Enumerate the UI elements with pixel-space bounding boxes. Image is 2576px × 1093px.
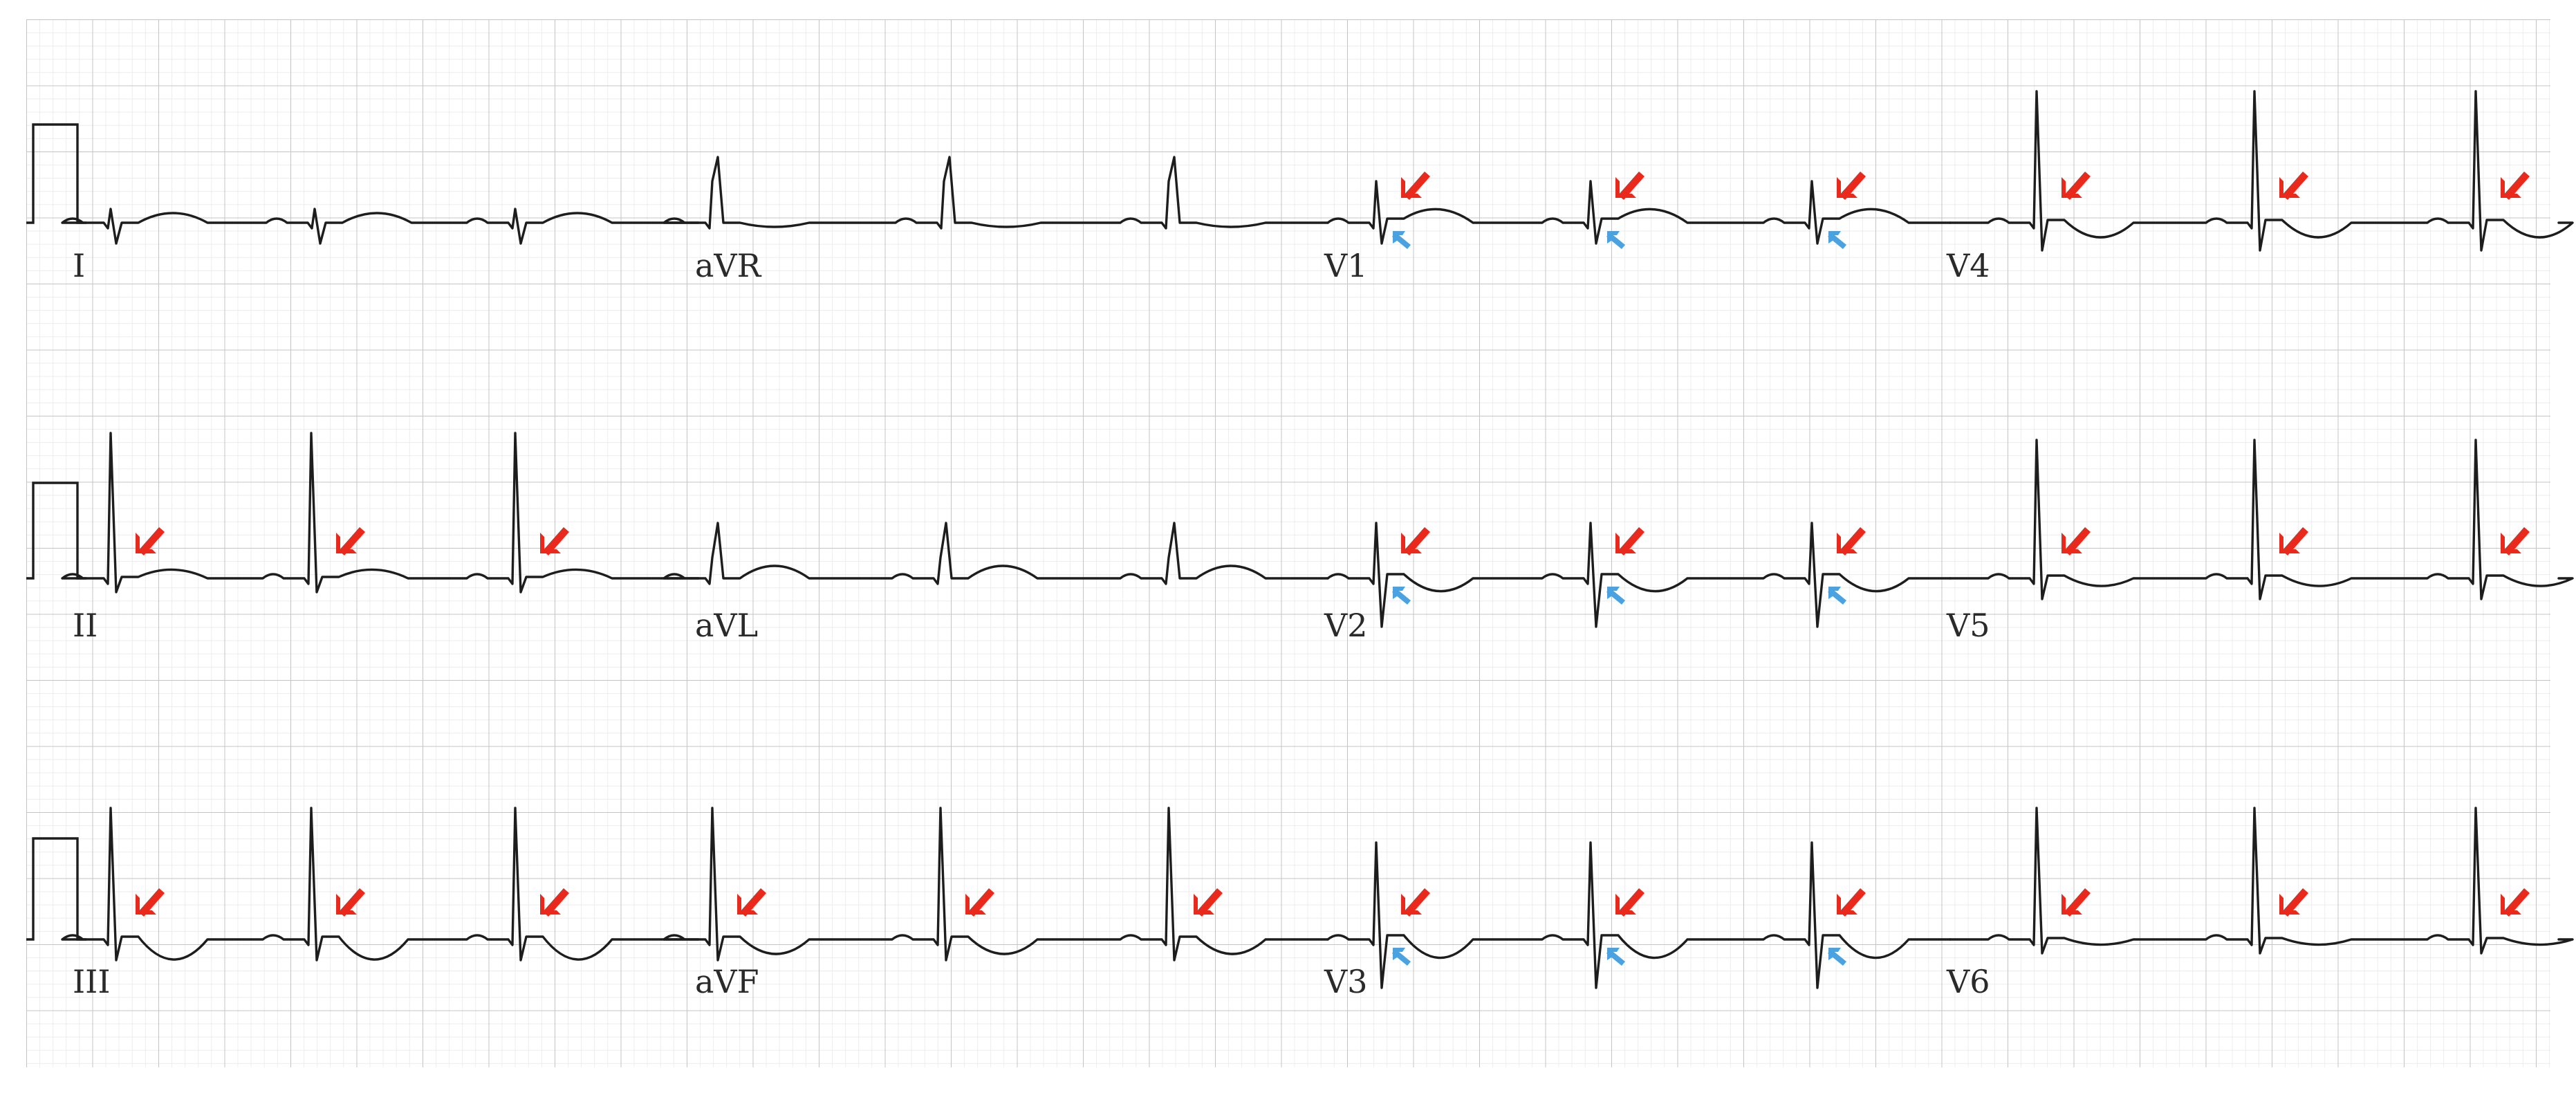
ecg-trace-v5 — [1949, 439, 2574, 600]
ecg-trace-v4 — [1949, 90, 2574, 252]
lead-label-v5: V5 — [1946, 607, 1990, 644]
lead-label-v4: V4 — [1946, 247, 1990, 284]
lead-label-v6: V6 — [1946, 963, 1990, 1000]
lead-label-avl: aVL — [695, 607, 758, 644]
lead-label-avr: aVR — [695, 247, 762, 284]
lead-label-i: I — [73, 247, 85, 284]
lead-label-v1: V1 — [1324, 247, 1368, 284]
ecg-trace-ii — [61, 432, 700, 594]
ecg-trace-v1 — [1326, 180, 1952, 245]
lead-label-avf: aVF — [695, 963, 759, 1000]
ecg-trace-avf — [662, 807, 1329, 962]
ecg-trace-i — [61, 208, 700, 245]
ecg-trace-avr — [662, 156, 1329, 230]
lead-label-v2: V2 — [1324, 607, 1368, 644]
ecg-trace-v6 — [1949, 807, 2574, 955]
ecg-major-grid — [26, 19, 2550, 1067]
lead-label-iii: III — [73, 963, 111, 1000]
ecg-trace-v3 — [1326, 841, 1952, 989]
ecg-trace-iii — [61, 807, 700, 962]
lead-label-ii: II — [73, 607, 98, 644]
lead-label-v3: V3 — [1324, 963, 1368, 1000]
ecg-traces — [61, 90, 2574, 989]
ecg-trace-avl — [662, 522, 1329, 585]
ecg-trace-v2 — [1326, 522, 1952, 628]
